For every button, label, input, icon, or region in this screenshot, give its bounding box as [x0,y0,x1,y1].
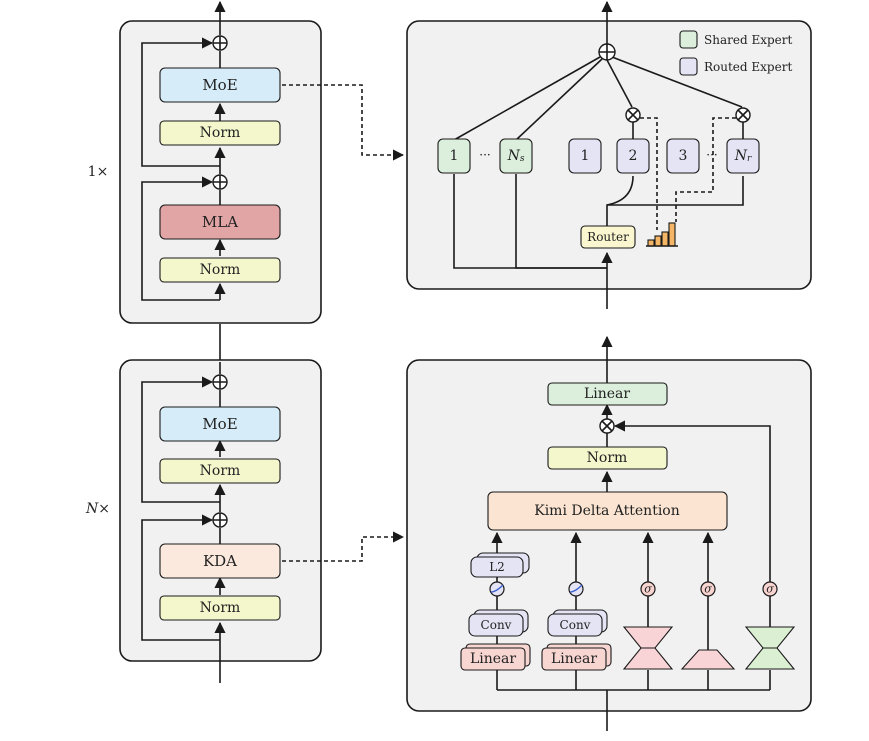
router-label: Router [587,230,629,244]
svg-text:2: 2 [629,148,638,164]
norm-label: Norm [587,450,628,466]
l2-label: L2 [489,560,505,574]
moe-detail-panel: Shared Expert Routed Expert [406,0,812,309]
silu-activation-icon [489,581,505,597]
silu-activation-icon [568,581,584,597]
routed-expert-1: 1 [568,138,602,174]
linear-label: Linear [584,386,630,402]
conv-box: Conv [547,609,608,637]
shared-expert-ns: Ns [499,138,533,174]
legend-routed-label: Routed Expert [704,60,792,74]
output-linear-box: Linear [547,382,668,406]
linear-box: Linear [460,643,531,671]
routed-expert-nr: Nr [726,138,760,174]
kda-label: KDA [203,552,237,570]
conv-label: Conv [481,618,512,632]
svg-text:σ: σ [766,583,774,596]
norm-label: Norm [200,262,241,278]
routed-expert-swatch [679,57,698,76]
linear-label: Linear [470,651,516,667]
kda-norm-box: Norm [547,446,668,470]
top-decoder-block: MoE Norm MLA Norm 1× [88,0,322,324]
gate-multiply-icon [625,107,641,123]
legend: Shared Expert Routed Expert [679,30,792,76]
moe-detail-connector [282,84,405,161]
svg-text:σ: σ [704,583,712,596]
norm-box: Norm [159,120,281,146]
svg-text:σ: σ [644,583,652,596]
norm-label: Norm [200,125,241,141]
kda-detail-panel: Linear Norm Kimi Delta Attention L2 [406,335,812,731]
router-box: Router [580,225,636,249]
routed-expert-3: 3 [666,138,700,174]
moe-box: MoE [159,406,281,442]
shared-expert-swatch [679,30,698,49]
repeat-1x-label: 1× [88,164,109,180]
l2-norm-box: L2 [470,552,530,578]
repeat-nx-label: N× [85,501,110,517]
svg-text:3: 3 [679,148,688,164]
norm-box: Norm [159,458,281,484]
residual-add-icon [212,512,228,528]
routed-expert-2: 2 [616,138,650,174]
kda-box: KDA [159,543,281,579]
linear-box: Linear [541,643,612,671]
linear-label: Linear [551,651,597,667]
norm-box: Norm [159,595,281,621]
bottom-decoder-block: MoE Norm KDA Norm N× [85,359,322,683]
kimi-delta-attention-label: Kimi Delta Attention [534,503,680,519]
router-score-histogram-icon [646,222,678,247]
mla-box: MLA [159,204,281,240]
routed-ellipsis: ··· [706,148,717,162]
down-projection-icon [680,649,736,670]
norm-label: Norm [200,600,241,616]
legend-shared-label: Shared Expert [704,33,792,47]
conv-label: Conv [560,618,591,632]
residual-add-icon [212,374,228,390]
residual-add-icon [212,35,228,51]
sigmoid-icon: σ [700,581,716,597]
norm-box: Norm [159,257,281,283]
conv-box: Conv [468,609,529,637]
shared-expert-1: 1 [437,138,471,174]
sigmoid-icon: σ [762,581,778,597]
mla-label: MLA [202,213,238,231]
moe-panel-bg [406,20,812,290]
moe-box: MoE [159,67,281,103]
kimi-delta-attention-box: Kimi Delta Attention [487,491,728,531]
low-rank-projection-icon [622,626,674,670]
gate-multiply-icon [735,107,751,123]
svg-text:1: 1 [450,148,459,164]
residual-add-icon [212,174,228,190]
moe-sum-icon [598,43,616,61]
norm-label: Norm [200,463,241,479]
svg-text:1: 1 [581,148,590,164]
shared-ellipsis: ··· [479,148,490,162]
moe-label: MoE [202,415,237,433]
output-gate-multiply-icon [599,418,615,434]
low-rank-projection-icon [744,626,796,670]
kda-detail-connector [282,531,405,562]
sigmoid-icon: σ [640,581,656,597]
moe-label: MoE [202,76,237,94]
